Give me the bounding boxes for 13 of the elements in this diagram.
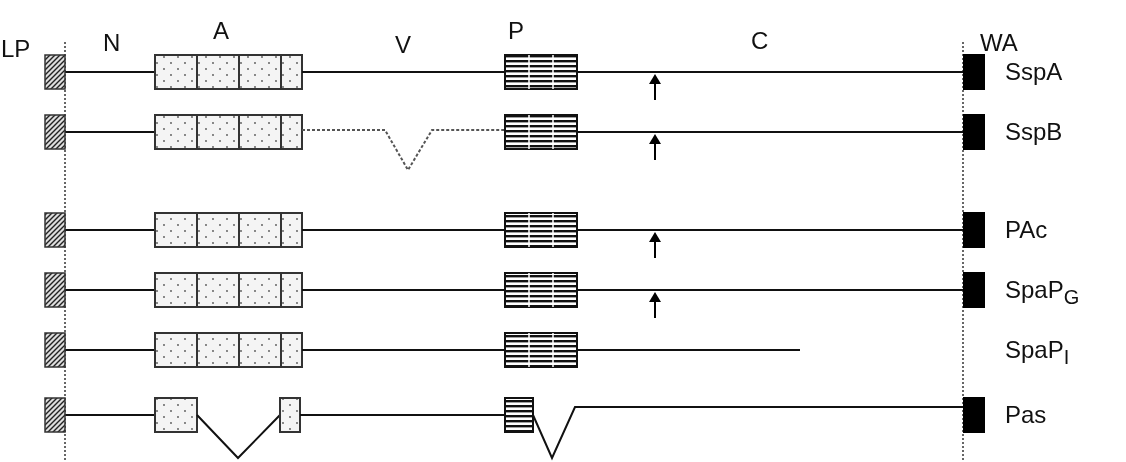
protein-name: SspA: [1005, 59, 1063, 85]
protein-name: Pas: [1005, 402, 1047, 428]
domain-label: A: [213, 18, 229, 44]
protein-name: SpaP$_{I}$: [1005, 337, 1070, 370]
domain-label: N: [103, 30, 121, 56]
domain-label: V: [395, 32, 411, 58]
domain-label: C: [751, 28, 769, 54]
protein-name: SpaP$_{G}$: [1005, 277, 1080, 310]
domain-label: WA: [980, 30, 1018, 56]
domain-label: P: [508, 18, 524, 44]
protein-name: PAc: [1005, 217, 1048, 243]
protein-name: SspB: [1005, 119, 1063, 145]
domain-label: LP: [1, 36, 31, 62]
